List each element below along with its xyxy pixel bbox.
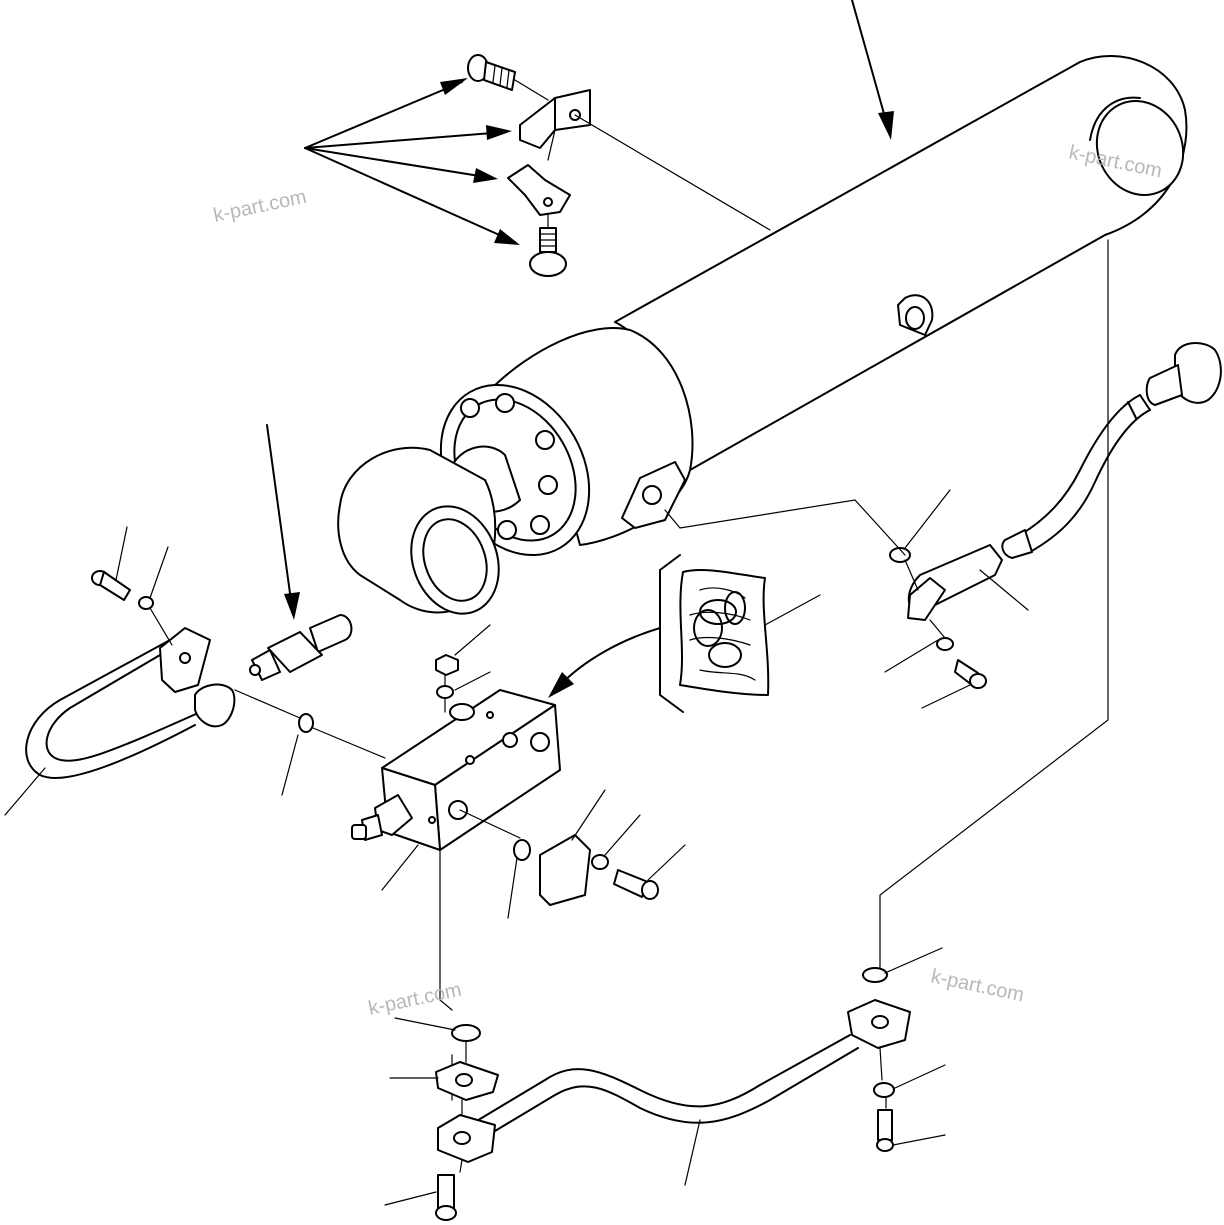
washer-icon [591,854,609,870]
hydraulic-cylinder-icon [337,54,1188,615]
o-ring-icon [513,839,531,861]
bracket-hardware [467,54,771,277]
washer-icon [138,596,154,610]
o-ring-icon [889,547,911,563]
leader-line [879,239,1109,971]
bolt-icon [529,227,567,277]
callout-leaders [4,489,1029,1206]
nut-icon [435,654,459,676]
washer-icon [873,1082,895,1098]
washer-icon [936,637,954,651]
bolt-icon [613,869,659,900]
bolt-icon [467,54,516,91]
o-ring-icon [451,1024,481,1042]
hose-icon [25,627,236,779]
watermark: k-part.com [929,965,1026,1006]
watermark: k-part.com [366,979,463,1020]
bolt-icon [435,1174,457,1221]
arrow-seal-kit [548,627,661,698]
flange-icon [539,834,591,906]
leader-line [439,849,453,1101]
watermark: k-part.com [211,186,308,227]
bracket-icon [519,89,591,149]
bolt-icon [954,659,987,689]
valve-block-icon [351,689,561,851]
bolt-icon [91,570,131,601]
washer-icon [436,685,454,699]
o-ring-icon [862,967,888,983]
cartridge-valve-icon [249,614,353,681]
seal-kit-icon [659,554,770,713]
arrow-cartridge [266,424,300,620]
arrow-group-bracket [304,78,520,245]
clamp-icon [507,164,571,216]
o-ring-icon [298,713,314,733]
hose-icon [664,342,1222,689]
arrow-cylinder [851,0,894,140]
bolt-icon [876,1109,894,1152]
tube-icon [435,967,911,1221]
